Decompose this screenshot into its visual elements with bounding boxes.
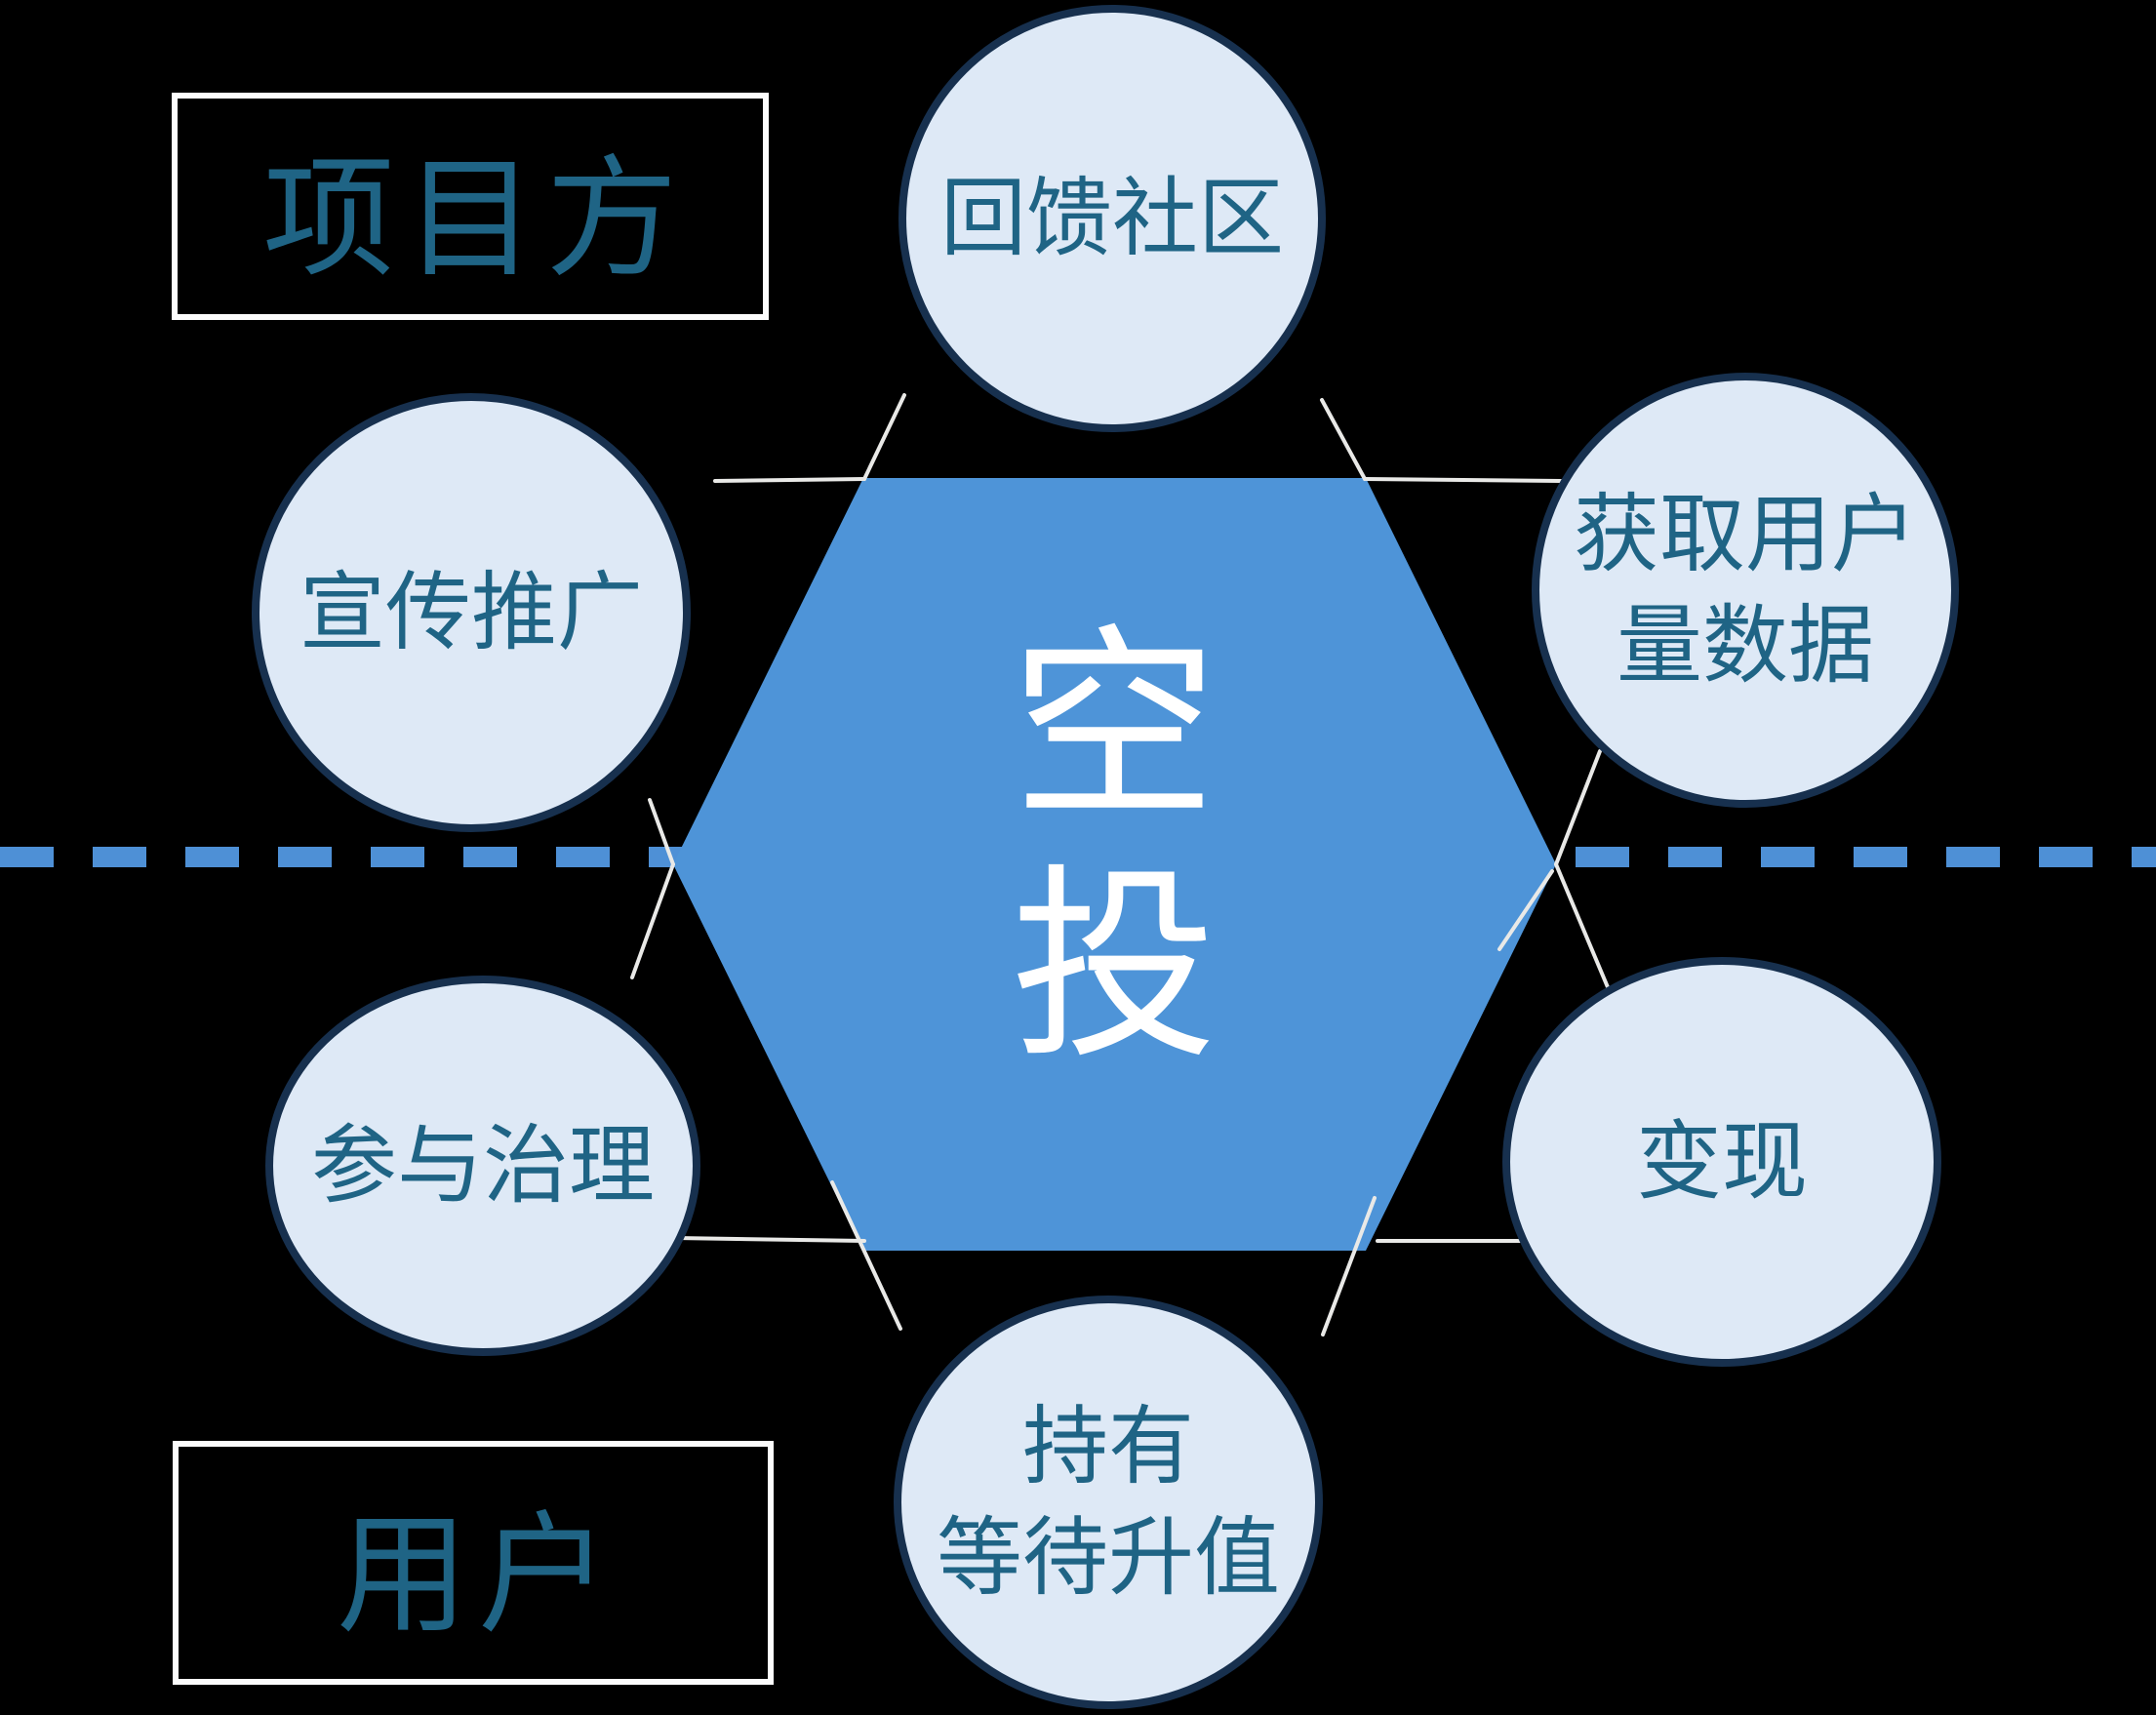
connector-line-right-vertex-edge: [1497, 869, 1554, 951]
connector-line-right-vertex-upper: [1554, 749, 1602, 866]
node-circle-promotion: 宣传推广: [252, 393, 691, 832]
node-label-line-1: 持有: [1021, 1398, 1194, 1495]
node-label: 变现: [1635, 1113, 1808, 1210]
connector-line-top-left-diagonal: [862, 393, 906, 481]
connector-line-bottom-left-horizontal: [673, 1236, 866, 1243]
node-label: 宣传推广: [299, 564, 643, 660]
node-label: 回馈社区: [939, 170, 1284, 266]
node-circle-governance: 参与治理: [265, 976, 700, 1356]
hexagon-shape: [673, 478, 1556, 1251]
center-label-char-2: 投: [1011, 846, 1218, 1087]
node-label-line-1: 获取用户: [1573, 486, 1917, 582]
node-circle-hold-appreciate: 持有 等待升值: [894, 1296, 1323, 1709]
node-circle-give-back-community: 回馈社区: [898, 5, 1326, 432]
connector-line-top-left-horizontal: [713, 477, 866, 483]
connector-line-bottom-right-diagonal: [1321, 1196, 1377, 1336]
user-box: 用户: [173, 1441, 774, 1685]
connector-line-bottom-left-diagonal: [830, 1180, 902, 1331]
node-label-line-2: 等待升值: [936, 1509, 1280, 1606]
node-circle-acquire-user-data: 获取用户 量数据: [1532, 373, 1959, 808]
connector-line-top-right-diagonal: [1320, 398, 1367, 481]
node-label-line-2: 量数据: [1616, 597, 1874, 694]
hexagon-center-label: 空 投: [919, 607, 1309, 1087]
connector-line-right-vertex-lower: [1554, 862, 1610, 989]
user-label: 用户: [337, 1501, 619, 1649]
connector-line-left-vertex-lower: [630, 862, 675, 979]
connector-line-left-vertex-upper: [648, 798, 675, 866]
project-party-box: 项目方: [172, 93, 769, 320]
project-party-label: 项目方: [262, 144, 688, 293]
node-circle-monetize: 变现: [1502, 957, 1941, 1367]
center-label-char-1: 空: [1011, 606, 1218, 847]
node-label: 参与治理: [310, 1117, 655, 1214]
connector-line-top-right-horizontal: [1363, 477, 1563, 483]
